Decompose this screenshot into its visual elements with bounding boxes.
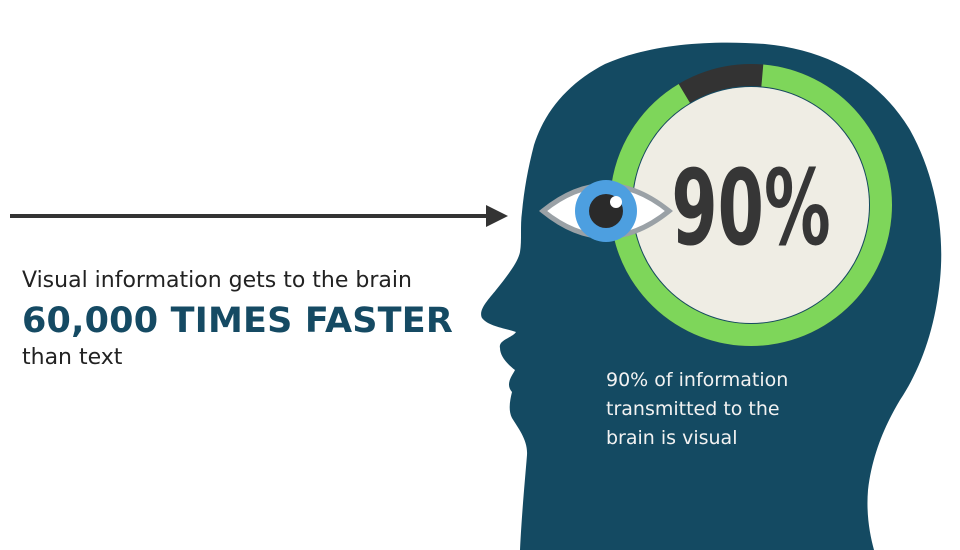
percent-value: 90% [671,148,830,269]
inner-circle [633,87,869,323]
headline-intro: Visual information gets to the brain [22,268,412,293]
stat-caption-line: 90% of information [606,369,789,391]
stat-caption-line: brain is visual [606,427,738,449]
headline-highlight: 60,000 TIMES FASTER [22,301,453,341]
stat-caption-line: transmitted to the [606,398,780,420]
headline-outro: than text [22,345,123,370]
eye-icon [539,180,673,242]
stat-caption: 90% of information transmitted to the br… [606,366,846,453]
arrow-right-icon [10,205,508,227]
headline-block: Visual information gets to the brain 60,… [22,266,482,372]
